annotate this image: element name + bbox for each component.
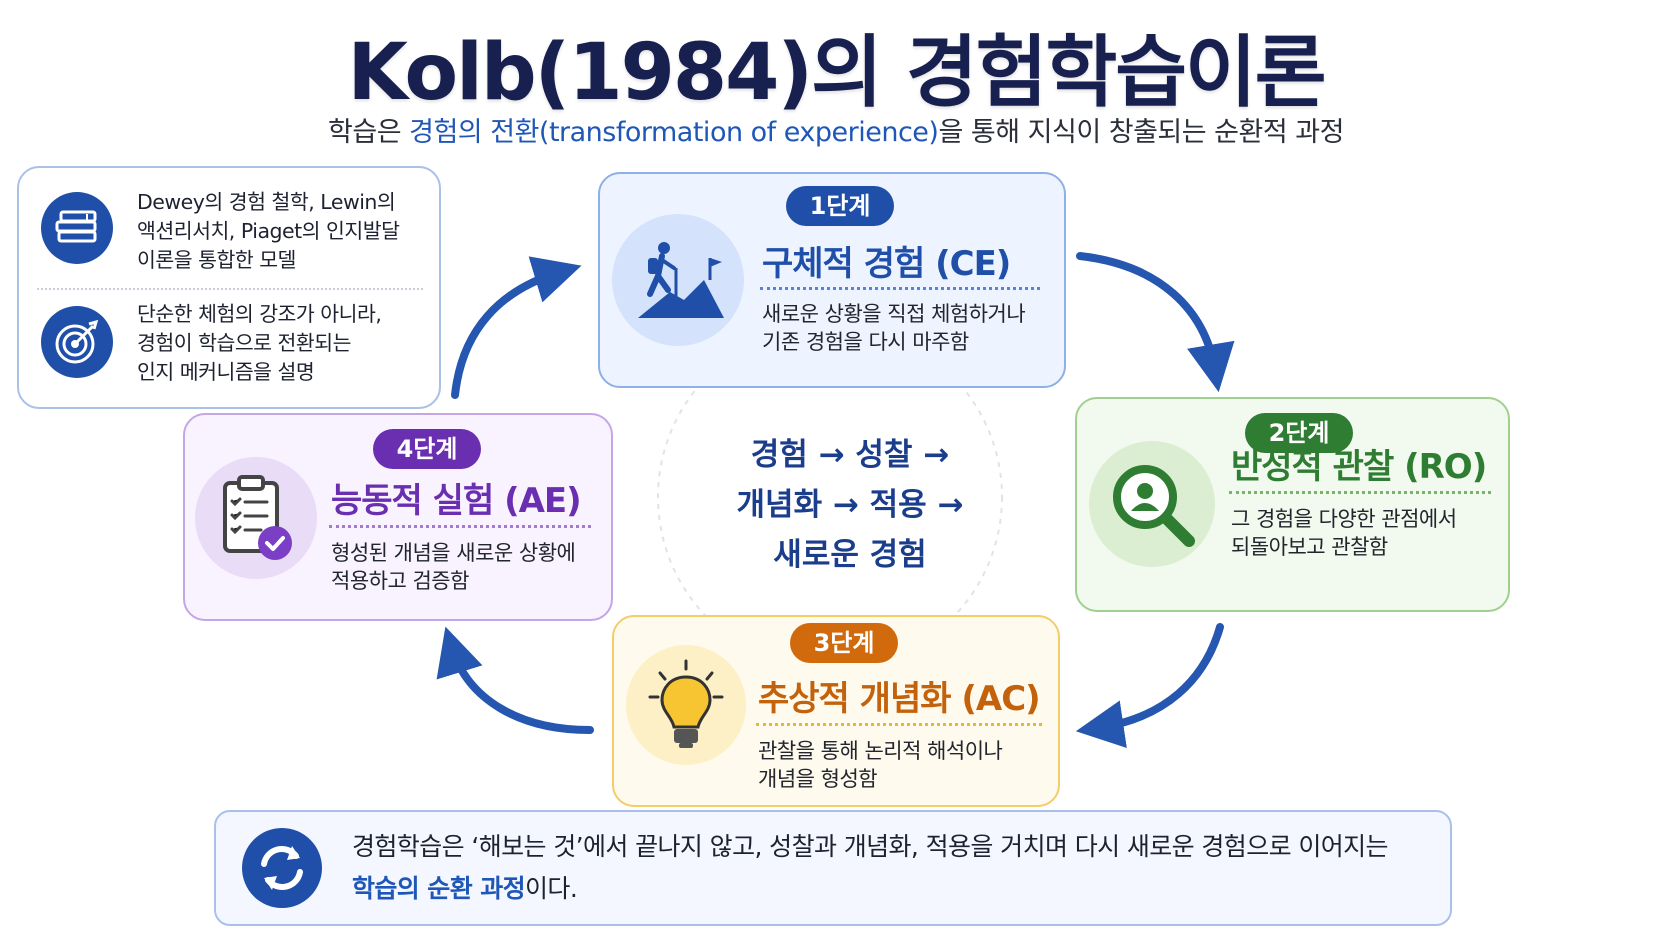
stage-3-card: 3단계 추상적 개념화 (AC) 관찰을 통해 논리적 해석이나 개념을 형성함 [612, 615, 1060, 807]
arrow-3-to-4 [436, 626, 594, 734]
stage-2-desc-line1: 그 경험을 다양한 관점에서 [1231, 507, 1457, 531]
info-2-line2: 경험이 학습으로 전환되는 [137, 331, 352, 355]
stage-1-desc-line1: 새로운 상황을 직접 체험하거나 [762, 302, 1026, 326]
stage-3-title: 추상적 개념화 (AC) [758, 679, 1041, 719]
stage-1-badge: 1단계 [786, 186, 894, 226]
clipboard-check-icon [195, 457, 317, 579]
summary-line1: 경험학습은 ‘해보는 것’에서 끝나지 않고, 성찰과 개념화, 적용을 거치며… [352, 832, 1389, 861]
stage-3-badge: 3단계 [790, 623, 898, 663]
lightbulb-icon [626, 645, 746, 765]
stage-1-divider [760, 287, 1040, 290]
center-cycle-text: 경험 → 성찰 → 개념화 → 적용 → 새로운 경험 [690, 430, 1010, 580]
arrow-2-to-3 [1075, 623, 1224, 748]
books-icon [41, 192, 113, 264]
stage-3-divider [756, 723, 1042, 726]
center-line2: 개념화 → 적용 → [736, 487, 964, 523]
stage-2-title: 반성적 관찰 (RO) [1231, 447, 1487, 487]
stage-3-desc-line1: 관찰을 통해 논리적 해석이나 [758, 739, 1003, 763]
stage-2-card: 2단계 반성적 관찰 (RO) 그 경험을 다양한 관점에서 되돌아보고 관찰함 [1075, 397, 1510, 612]
stage-4-badge: 4단계 [373, 429, 481, 469]
center-line3: 새로운 경험 [773, 537, 927, 573]
target-icon [41, 306, 113, 378]
center-line1: 경험 → 성찰 → [750, 437, 950, 473]
stage-1-desc-line2: 기존 경험을 다시 마주함 [762, 330, 969, 354]
summary-box: 경험학습은 ‘해보는 것’에서 끝나지 않고, 성찰과 개념화, 적용을 거치며… [214, 810, 1452, 926]
stage-1-title: 구체적 경험 (CE) [762, 244, 1011, 284]
stage-2-badge: 2단계 [1245, 413, 1353, 453]
page-title: Kolb(1984)의 경험학습이론 [347, 28, 1326, 118]
hiker-summit-icon [612, 214, 744, 346]
stage-4-desc-line2: 적용하고 검증함 [331, 569, 469, 593]
info-box: Dewey의 경험 철학, Lewin의 액션리서치, Piaget의 인지발달… [17, 166, 441, 409]
info-divider [37, 288, 423, 290]
info-2-line1: 단순한 체험의 강조가 아니라, [137, 302, 382, 326]
info-1-line1: Dewey의 경험 철학, Lewin의 [137, 190, 396, 214]
stage-1-card: 1단계 구체적 경험 (CE) 새로운 상황을 직접 체험하거나 기존 경험을 … [598, 172, 1066, 388]
subtitle-highlight: 경험의 전환(transformation of experience) [409, 117, 939, 148]
summary-highlight: 학습의 순환 과정 [352, 874, 526, 903]
center-ring [657, 324, 1003, 670]
stage-4-desc-line1: 형성된 개념을 새로운 상황에 [331, 541, 576, 565]
stage-3-desc-line2: 개념을 형성함 [758, 767, 878, 791]
stage-2-desc-line2: 되돌아보고 관찰함 [1231, 535, 1388, 559]
stage-4-title: 능동적 실험 (AE) [331, 481, 582, 521]
summary-post: 이다. [525, 874, 578, 903]
info-2-line3: 인지 메커니즘을 설명 [137, 360, 315, 384]
page-subtitle: 학습은 경험의 전환(transformation of experience)… [0, 110, 1672, 149]
stage-4-divider [329, 525, 591, 528]
subtitle-post: 을 통해 지식이 창출되는 순환적 과정 [938, 117, 1344, 148]
info-1-line3: 이론을 통합한 모델 [137, 248, 296, 272]
subtitle-pre: 학습은 [328, 117, 410, 148]
cycle-arrows-icon [242, 828, 322, 908]
stage-4-card: 4단계 능동적 실험 (AE) 형성된 개념을 새로운 상황에 적용하고 검증함 [183, 413, 613, 621]
stage-2-divider [1229, 491, 1491, 494]
arrow-1-to-2 [1076, 252, 1235, 393]
magnifier-person-icon [1089, 441, 1215, 567]
info-1-line2: 액션리서치, Piaget의 인지발달 [137, 219, 400, 243]
arrow-4-to-1 [451, 256, 582, 399]
